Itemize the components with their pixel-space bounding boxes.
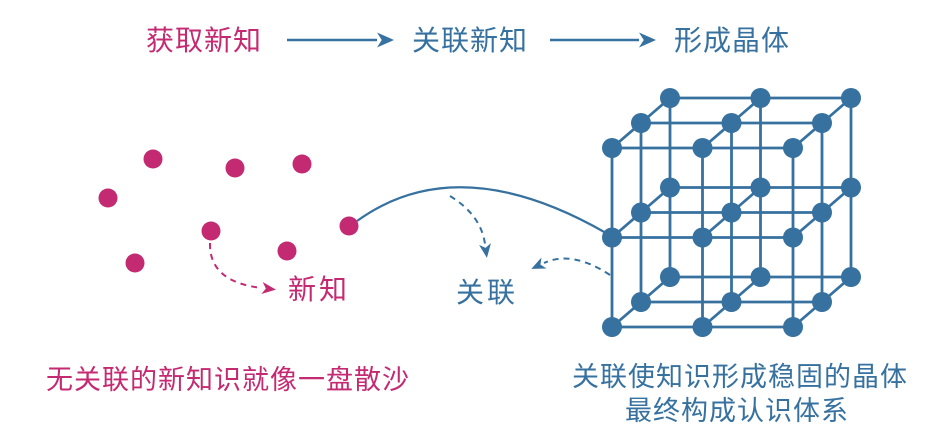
connection-pointer-arrow-right xyxy=(531,257,611,276)
lattice-node xyxy=(812,292,832,312)
scatter-dot xyxy=(225,158,245,178)
lattice-node xyxy=(602,138,622,158)
new-knowledge-pointer-arrow xyxy=(208,242,276,294)
lattice-node xyxy=(750,88,771,108)
header-step-connect: 关联新知 xyxy=(411,25,529,56)
lattice-node xyxy=(812,113,832,133)
scatter-dot xyxy=(339,216,359,236)
lattice-caption-line2: 最终构成认识体系 xyxy=(625,396,849,426)
dot-to-lattice-curve xyxy=(356,186,607,234)
lattice-node xyxy=(721,292,742,312)
lattice-node xyxy=(660,88,680,108)
lattice-node xyxy=(692,227,713,248)
lattice-node xyxy=(660,267,680,287)
lattice-node xyxy=(812,202,832,223)
lattice-node xyxy=(783,138,803,158)
scatter-dot xyxy=(125,253,145,273)
lattice-node xyxy=(841,267,861,287)
new-knowledge-label: 新知 xyxy=(288,274,351,305)
lattice-node xyxy=(660,177,680,198)
lattice-node xyxy=(721,202,742,223)
scatter-dot xyxy=(98,188,118,208)
scatter-dot xyxy=(143,149,163,169)
lattice-node xyxy=(841,177,861,198)
lattice-node xyxy=(783,317,803,337)
lattice-caption-line1: 关联使知识形成稳固的晶体 xyxy=(572,362,908,392)
scatter-dot xyxy=(201,221,221,241)
lattice-node xyxy=(631,292,651,312)
connection-label: 关联 xyxy=(456,277,519,308)
lattice-node xyxy=(631,202,651,223)
lattice-node xyxy=(783,227,803,248)
scatter-dot xyxy=(292,154,312,174)
lattice-node xyxy=(721,113,742,133)
scatter-dot xyxy=(277,241,297,261)
lattice-node xyxy=(602,227,622,248)
header-step-acquire: 获取新知 xyxy=(145,25,263,56)
lattice-node xyxy=(631,113,651,133)
header-step-crystal: 形成晶体 xyxy=(673,25,791,56)
lattice-node xyxy=(750,267,771,287)
lattice-node xyxy=(750,177,771,198)
connection-pointer-arrow-left xyxy=(449,195,491,258)
lattice-node xyxy=(692,138,713,158)
scatter-caption: 无关联的新知识就像一盘散沙 xyxy=(46,365,410,395)
lattice-node xyxy=(602,317,622,337)
lattice-node xyxy=(841,88,861,108)
lattice-node xyxy=(692,317,713,337)
